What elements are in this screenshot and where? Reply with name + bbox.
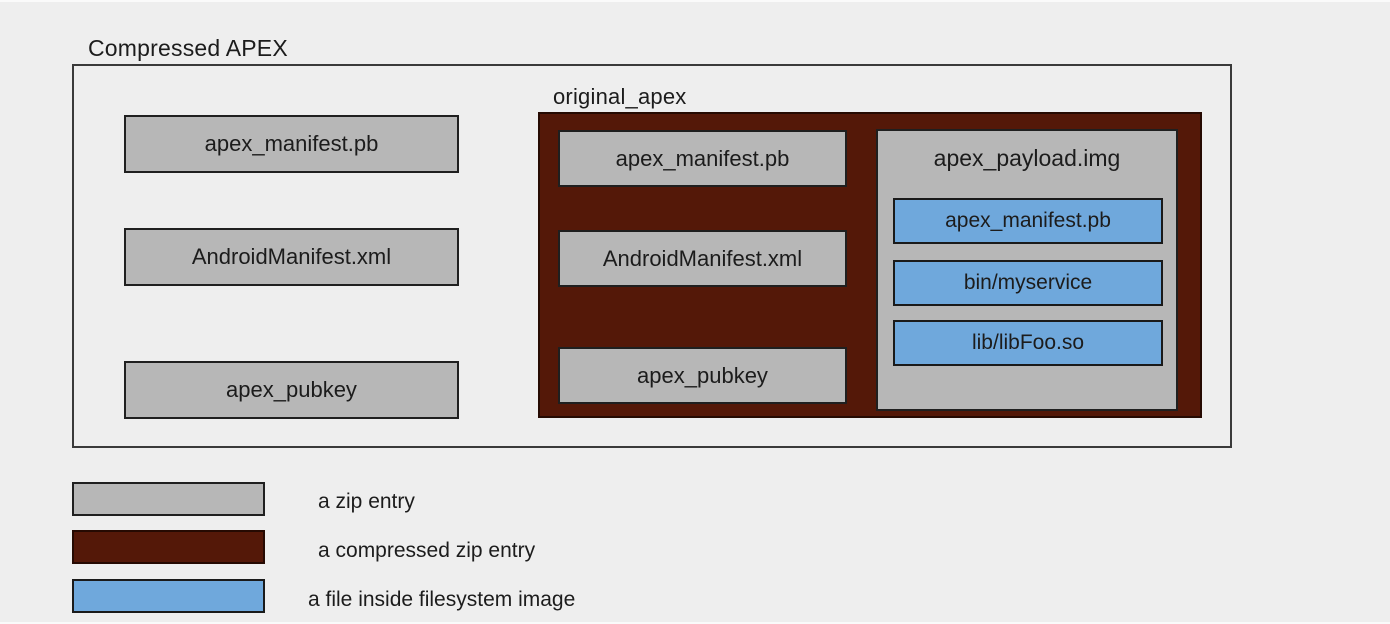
legend-label-compressed-zip-entry: a compressed zip entry xyxy=(318,539,536,562)
legend-swatch-filesystem-file xyxy=(72,579,265,613)
fs-file-bin-myservice: bin/myservice xyxy=(893,260,1163,306)
apex-payload-box: apex_payload.img apex_manifest.pb bin/my… xyxy=(876,129,1178,411)
compressed-apex-title: Compressed APEX xyxy=(88,35,288,61)
original-apex-box: apex_manifest.pb AndroidManifest.xml ape… xyxy=(538,112,1202,418)
zip-entry-apex-pubkey: apex_pubkey xyxy=(124,361,459,419)
original-apex-title: original_apex xyxy=(553,84,687,109)
zip-entry-apex-manifest: apex_manifest.pb xyxy=(124,115,459,173)
inner-zip-entry-apex-manifest: apex_manifest.pb xyxy=(558,130,847,187)
fs-file-lib-libfoo: lib/libFoo.so xyxy=(893,320,1163,366)
fs-file-apex-manifest: apex_manifest.pb xyxy=(893,198,1163,244)
inner-zip-entry-apex-pubkey: apex_pubkey xyxy=(558,347,847,404)
zip-entry-android-manifest: AndroidManifest.xml xyxy=(124,228,459,286)
apex-payload-title: apex_payload.img xyxy=(933,145,1121,171)
legend-swatch-zip-entry xyxy=(72,482,265,516)
legend-label-zip-entry: a zip entry xyxy=(318,490,415,513)
compressed-apex-box xyxy=(72,64,1232,448)
inner-zip-entry-android-manifest: AndroidManifest.xml xyxy=(558,230,847,287)
legend-label-filesystem-file: a file inside filesystem image xyxy=(308,588,576,611)
legend-swatch-compressed-zip-entry xyxy=(72,530,265,564)
